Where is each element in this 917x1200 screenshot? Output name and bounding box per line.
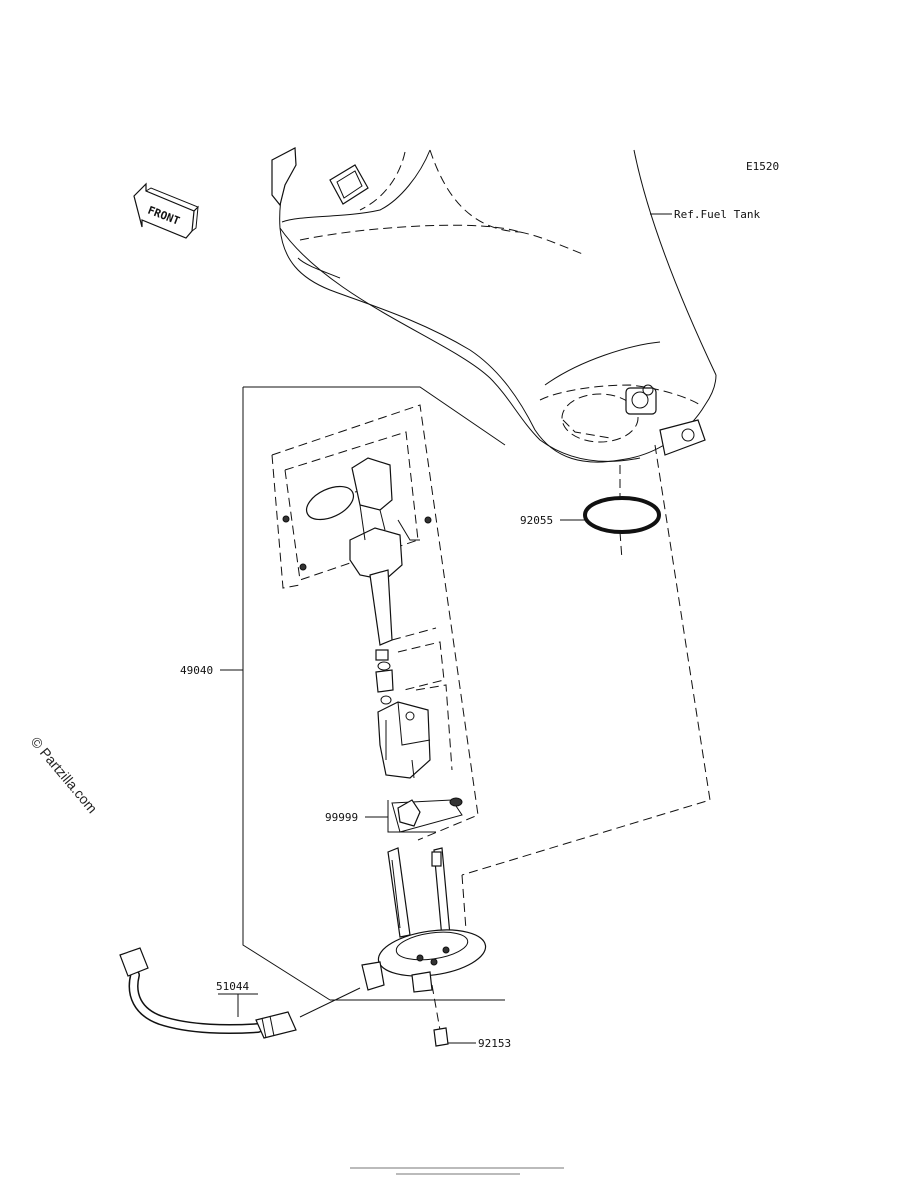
wire-harness: 51044: [119, 947, 297, 1039]
tank-outlet-fitting: [625, 384, 657, 415]
fuel-pump-base: [361, 847, 487, 993]
part-number-92153: 92153: [478, 1037, 511, 1050]
pump-filter-unit: 99999: [325, 797, 463, 833]
ref-label: Ref.Fuel Tank: [674, 208, 760, 221]
copyright-footer: [350, 1167, 564, 1175]
gasket-ring: [583, 496, 661, 534]
diagram-code: E1520: [746, 160, 779, 173]
mounting-bolt: 92153: [431, 984, 511, 1050]
inner-guide-c: [415, 684, 453, 771]
fuel-tank-outline: [271, 147, 717, 463]
assembly-guide-line-b: [461, 874, 467, 931]
pump-small-parts: [375, 649, 394, 705]
inner-guide-a: [391, 627, 437, 641]
part-number-51044: 51044: [216, 980, 249, 993]
exploded-frame-left: [271, 454, 301, 589]
assembly-guide-line: [461, 444, 711, 876]
front-arrow: FRONT: [133, 182, 199, 239]
bolt-guide: [431, 984, 441, 1031]
gasket-guide-line-lower: [619, 531, 623, 561]
partzilla-watermark: © Partzilla.com: [28, 734, 101, 817]
harness-leader-to-pump: [299, 987, 361, 1018]
part-number-99999: 99999: [325, 811, 358, 824]
fuel-pump-assembly-bracket: 49040: [180, 386, 506, 1001]
fuel-pump-body: [377, 701, 431, 779]
fuel-pump-housing: [282, 457, 432, 646]
inner-guide-b: [397, 641, 445, 691]
exploded-frame: [271, 404, 479, 841]
part-number-49040: 49040: [180, 664, 213, 677]
filter-frame: [284, 431, 419, 581]
tank-mount-tab: [659, 419, 706, 456]
part-number-92055: 92055: [520, 514, 553, 527]
